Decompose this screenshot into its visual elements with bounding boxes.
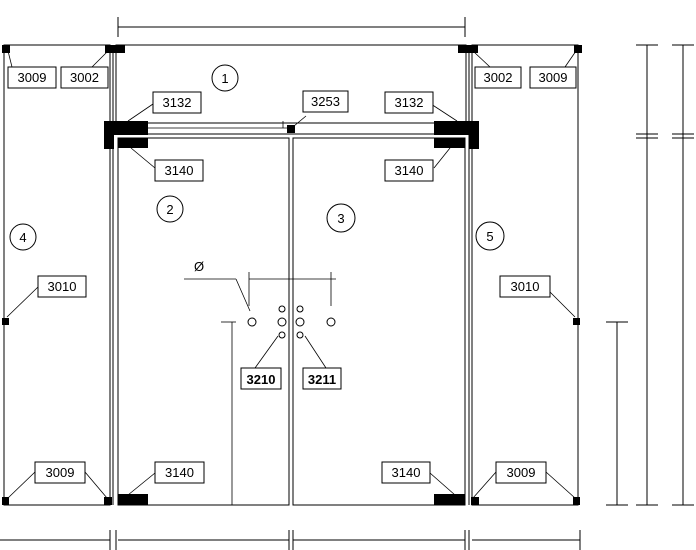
label-3009-bottom-left: 3009: [34, 461, 86, 484]
leader-lines: [6, 50, 577, 499]
label-text: 3140: [395, 163, 424, 178]
label-3002-top-left: 3002: [60, 66, 109, 89]
label-text: 3140: [165, 163, 194, 178]
panel-number-text: 5: [486, 229, 493, 244]
panel-number-5: 5: [475, 221, 505, 251]
panel-number-text: 4: [19, 230, 26, 245]
label-3009-bottom-right: 3009: [495, 461, 547, 484]
panel-number-4: 4: [9, 223, 37, 251]
label-3253: 3253: [302, 90, 349, 113]
label-text: 3009: [507, 465, 536, 480]
height-dimensions: [606, 44, 694, 506]
label-3009-top-left: 3009: [7, 66, 57, 89]
label-text: 3010: [511, 279, 540, 294]
label-3140-top-right: 3140: [384, 159, 434, 182]
label-3010-left: 3010: [37, 275, 87, 298]
label-3140-bottom-left: 3140: [154, 461, 205, 484]
label-3140-top-left: 3140: [154, 159, 204, 182]
label-text: 3253: [311, 94, 340, 109]
label-text: 3009: [46, 465, 75, 480]
glass-outline: [3, 44, 579, 506]
panel-number-1: 1: [211, 64, 239, 92]
label-text: 3132: [163, 95, 192, 110]
width-dimensions: [0, 530, 581, 550]
panel-number-text: 1: [221, 71, 228, 86]
label-3002-top-right: 3002: [474, 66, 522, 89]
label-text: 3002: [484, 70, 513, 85]
label-text: 3009: [18, 70, 47, 85]
panel-number-text: 3: [337, 211, 344, 226]
panel-number-2: 2: [156, 195, 184, 223]
label-3010-right: 3010: [499, 275, 551, 298]
label-3211: 3211: [302, 367, 342, 390]
label-text: 3010: [48, 279, 77, 294]
fittings: [2, 45, 582, 505]
label-text: 3132: [395, 95, 424, 110]
top-dimension: [117, 17, 466, 37]
label-3009-top-right: 3009: [529, 66, 577, 89]
label-3132-left: 3132: [152, 91, 202, 114]
label-3210: 3210: [240, 367, 282, 390]
label-text: 3009: [539, 70, 568, 85]
label-text: 3140: [392, 465, 421, 480]
label-3132-right: 3132: [384, 91, 434, 114]
panel-number-text: 2: [166, 202, 173, 217]
diameter-symbol: Ø: [194, 259, 204, 274]
label-3140-bottom-right: 3140: [381, 461, 431, 484]
label-text: 3002: [70, 70, 99, 85]
label-text: 3140: [165, 465, 194, 480]
handle-detail: [184, 272, 336, 505]
label-text: 3210: [247, 372, 276, 387]
panel-number-3: 3: [326, 203, 356, 233]
label-text: 3211: [308, 372, 336, 387]
